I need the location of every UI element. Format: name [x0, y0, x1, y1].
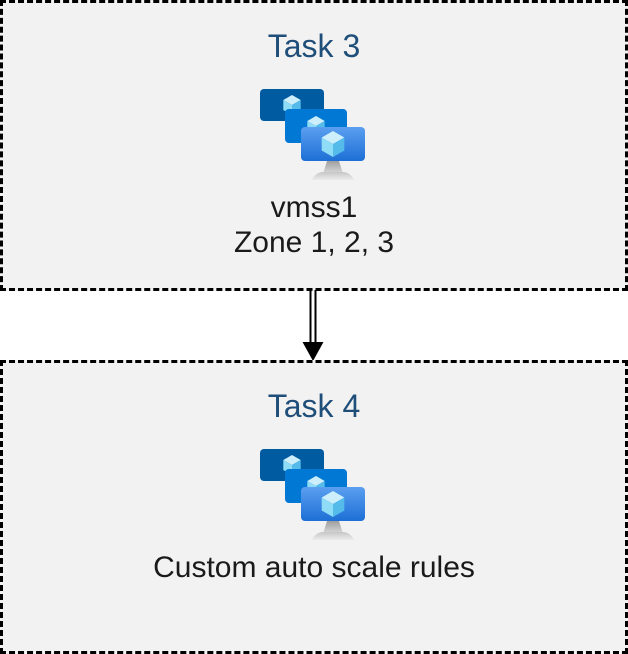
task4-caption: Custom auto scale rules	[153, 550, 475, 585]
task3-box: Task 3 vmss1 Zone 1, 2, 3	[0, 0, 628, 291]
vm-scale-sets-icon	[260, 449, 365, 540]
arrowhead	[302, 342, 324, 361]
autoscale-rules-label: Custom auto scale rules	[153, 551, 475, 584]
task4-box: Task 4 Custom auto scale rules	[0, 360, 628, 654]
task3-title: Task 3	[267, 28, 361, 64]
down-arrow-connector	[302, 290, 324, 361]
task3-caption: vmss1 Zone 1, 2, 3	[234, 190, 394, 260]
zones-label: Zone 1, 2, 3	[233, 226, 395, 259]
task4-title: Task 4	[267, 388, 361, 424]
vmss-name-label: vmss1	[270, 191, 358, 224]
vm-scale-sets-icon	[260, 89, 365, 180]
